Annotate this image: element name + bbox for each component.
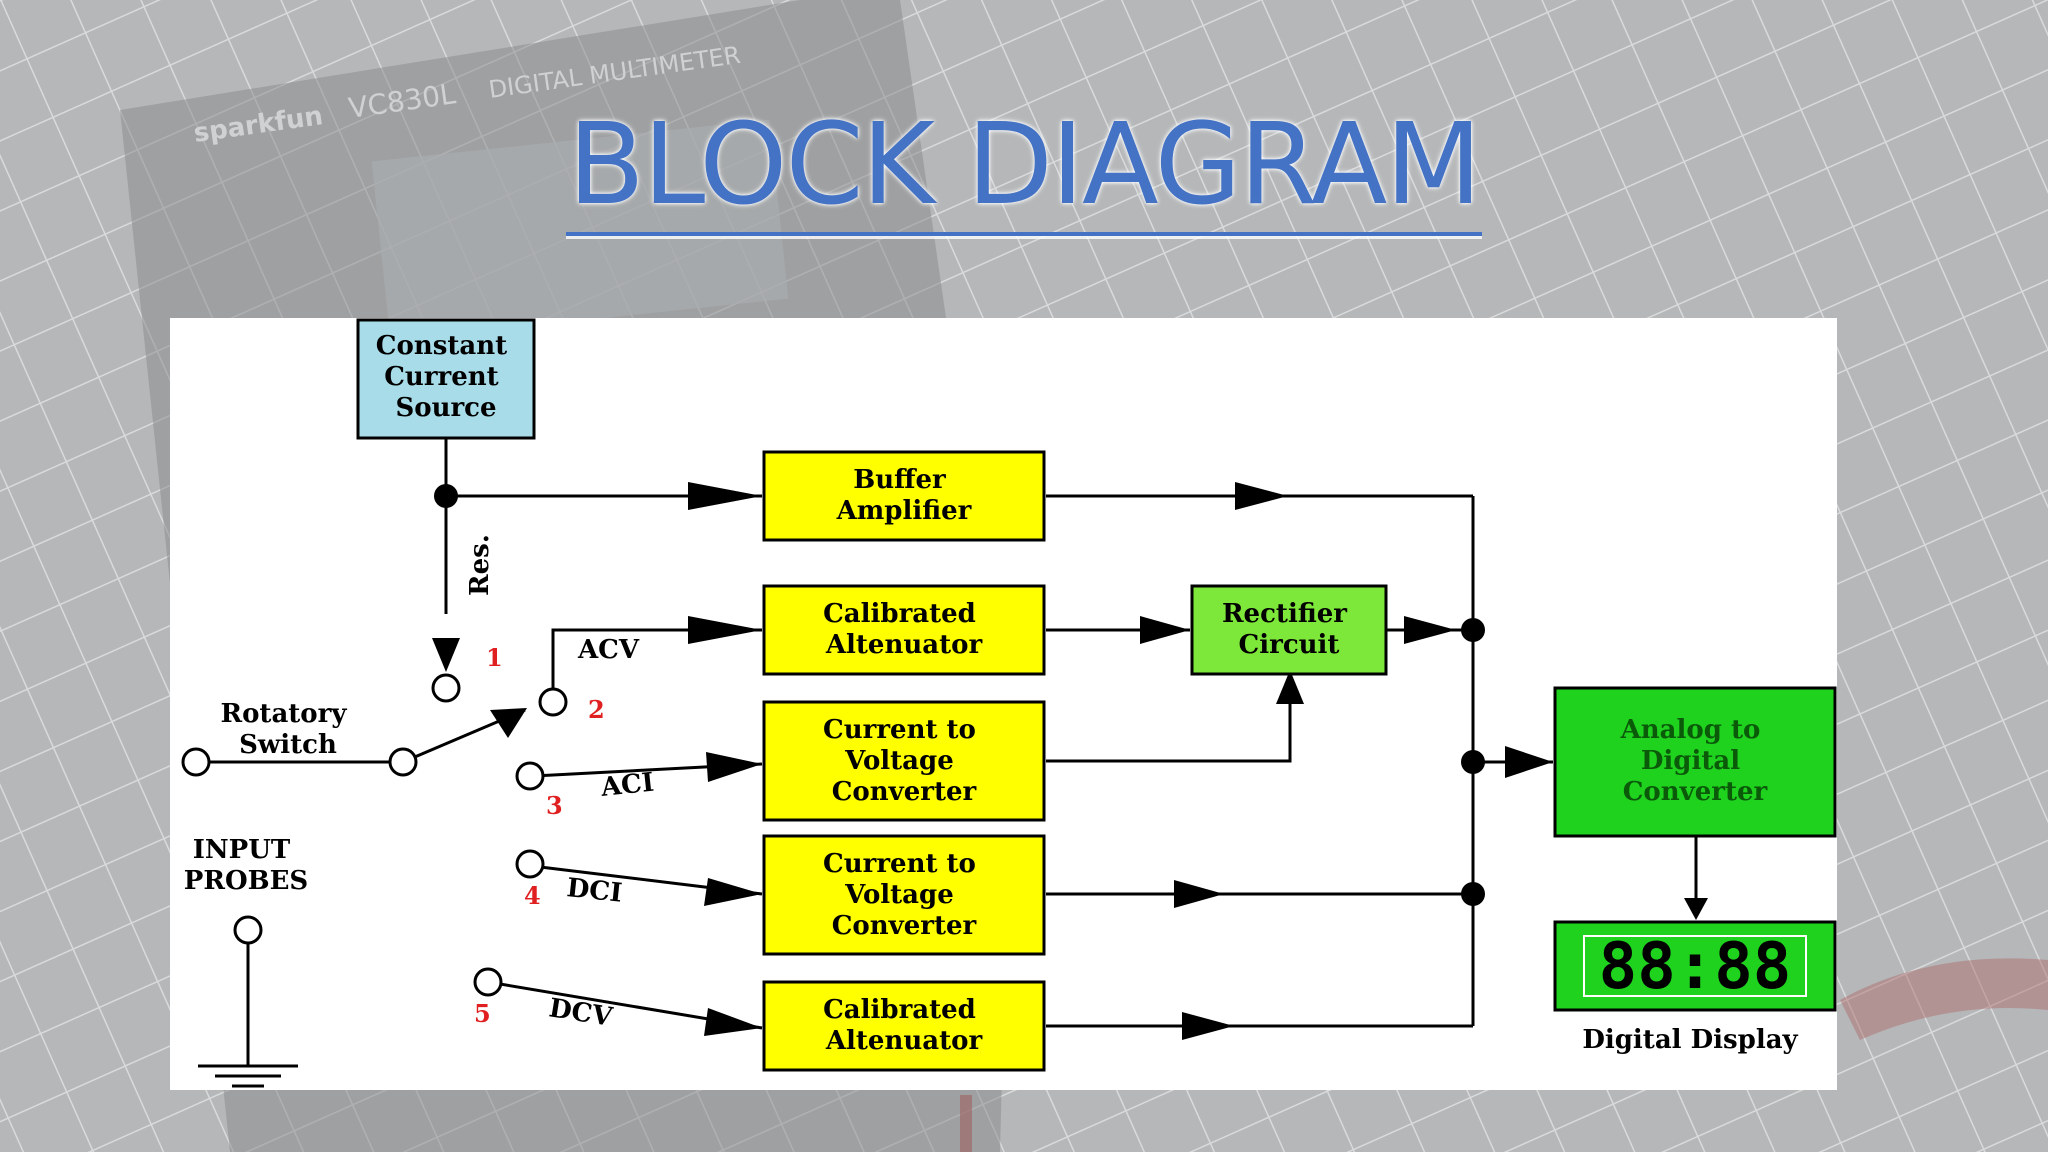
arrow-rect-out xyxy=(1404,616,1456,644)
arrow-up-rect xyxy=(1276,670,1304,704)
ccs-text: Constant Current Source xyxy=(376,331,516,423)
block-adc xyxy=(1553,686,1837,838)
block-calibrated-attenuator-bottom xyxy=(762,980,1046,1072)
arrow-to-buffer xyxy=(688,482,762,510)
slide-title: BLOCK DIAGRAM xyxy=(0,100,2048,236)
block-calibrated-attenuator-top xyxy=(762,584,1046,676)
terminal-5 xyxy=(473,967,503,997)
junction-adc xyxy=(1461,750,1485,774)
terminal-number-3: 3 xyxy=(546,791,563,820)
dci-label: DCI xyxy=(565,873,623,909)
terminal-number-1: 1 xyxy=(486,643,503,672)
cvc-aci-text: Current to Voltage Converter xyxy=(823,715,985,807)
terminal-number-2: 2 xyxy=(588,695,605,724)
slide-title-text: BLOCK DIAGRAM xyxy=(566,100,1482,236)
arrow-to-display xyxy=(1684,898,1708,920)
switch-pivot-terminal xyxy=(388,747,418,777)
arrow-dcv xyxy=(704,1008,762,1036)
ccs-line-2: Current xyxy=(384,362,498,392)
arrow-to-atten xyxy=(688,616,762,644)
cvc-aci-line-3: Converter xyxy=(832,777,977,807)
switch-input-terminal xyxy=(181,747,211,777)
display-readout: 88:88 xyxy=(1599,930,1792,1004)
cvc-dci-line-2: Voltage xyxy=(844,880,954,910)
arrow-switch xyxy=(490,708,527,738)
adc-line-1: Analog to xyxy=(1620,715,1761,745)
res-label: Res. xyxy=(465,534,495,596)
cvc-dci-line-1: Current to xyxy=(823,849,976,879)
arrow-to-adc xyxy=(1505,746,1553,778)
block-cvc-dci xyxy=(762,834,1046,956)
junction-ccs xyxy=(434,484,458,508)
probe-terminal xyxy=(233,915,263,945)
terminal-number-4: 4 xyxy=(524,881,541,910)
rotatory-switch-line-1: Rotatory xyxy=(220,699,347,729)
acv-label: ACV xyxy=(577,635,640,665)
wire-aci-rect xyxy=(1046,676,1292,763)
input-probes-line-2: PROBES xyxy=(184,866,308,896)
buffer-line-1: Buffer xyxy=(853,465,946,495)
atten-top-line-1: Calibrated xyxy=(823,599,976,629)
block-constant-current-source xyxy=(356,318,536,440)
terminal-number-5: 5 xyxy=(474,999,491,1028)
rectifier-line-2: Circuit xyxy=(1239,630,1340,660)
ccs-line-3: Source xyxy=(395,393,496,423)
cvc-aci-line-1: Current to xyxy=(823,715,976,745)
terminal-1 xyxy=(431,673,461,703)
atten-bottom-line-2: Altenuator xyxy=(825,1026,983,1056)
block-diagram: Constant Current Source Buffer Amplifier… xyxy=(170,318,1837,1090)
input-probes-line-1: INPUT xyxy=(193,835,291,865)
atten-bottom-line-1: Calibrated xyxy=(823,995,976,1025)
aci-label: ACI xyxy=(599,768,656,803)
arrow-aci xyxy=(706,752,762,782)
arrow-dcv-out xyxy=(1182,1012,1234,1040)
buffer-text: Buffer Amplifier xyxy=(836,465,972,526)
block-cvc-aci xyxy=(762,700,1046,822)
adc-line-2: Digital xyxy=(1641,746,1740,776)
terminal-2 xyxy=(538,687,568,717)
arrowheads xyxy=(432,482,1708,1040)
arrow-to-rect xyxy=(1140,616,1190,644)
arrow-res xyxy=(432,638,460,672)
display-screen xyxy=(1583,935,1807,997)
buffer-line-2: Amplifier xyxy=(836,496,972,526)
rectifier-line-1: Rectifier xyxy=(1222,599,1347,629)
arrow-buffer-out xyxy=(1235,482,1288,510)
arrow-dci xyxy=(704,878,762,906)
junction-dci xyxy=(1461,882,1485,906)
adc-text: Analog to Digital Converter xyxy=(1620,715,1770,807)
block-rectifier-circuit xyxy=(1190,584,1388,676)
rectifier-text: Rectifier Circuit xyxy=(1222,599,1356,660)
input-probes-label: INPUT PROBES xyxy=(184,835,308,896)
digital-display-label: Digital Display xyxy=(1582,1025,1798,1055)
arrow-dci-out xyxy=(1174,880,1224,908)
cvc-aci-line-2: Voltage xyxy=(844,746,954,776)
block-buffer-amplifier xyxy=(762,450,1046,542)
terminal-4 xyxy=(515,849,545,879)
cvc-dci-line-3: Converter xyxy=(832,911,977,941)
terminal-3 xyxy=(515,761,545,791)
ccs-line-1: Constant xyxy=(376,331,507,361)
rotatory-switch-line-2: Switch xyxy=(239,730,337,760)
adc-line-3: Converter xyxy=(1623,777,1768,807)
junction-rect xyxy=(1461,618,1485,642)
cvc-dci-text: Current to Voltage Converter xyxy=(823,849,985,941)
atten-top-line-2: Altenuator xyxy=(825,630,983,660)
atten-top-text: Calibrated Altenuator xyxy=(823,599,985,660)
atten-bottom-text: Calibrated Altenuator xyxy=(823,995,985,1056)
probe-cable-image xyxy=(960,958,2048,1152)
rotatory-switch-label: Rotatory Switch xyxy=(220,699,355,760)
